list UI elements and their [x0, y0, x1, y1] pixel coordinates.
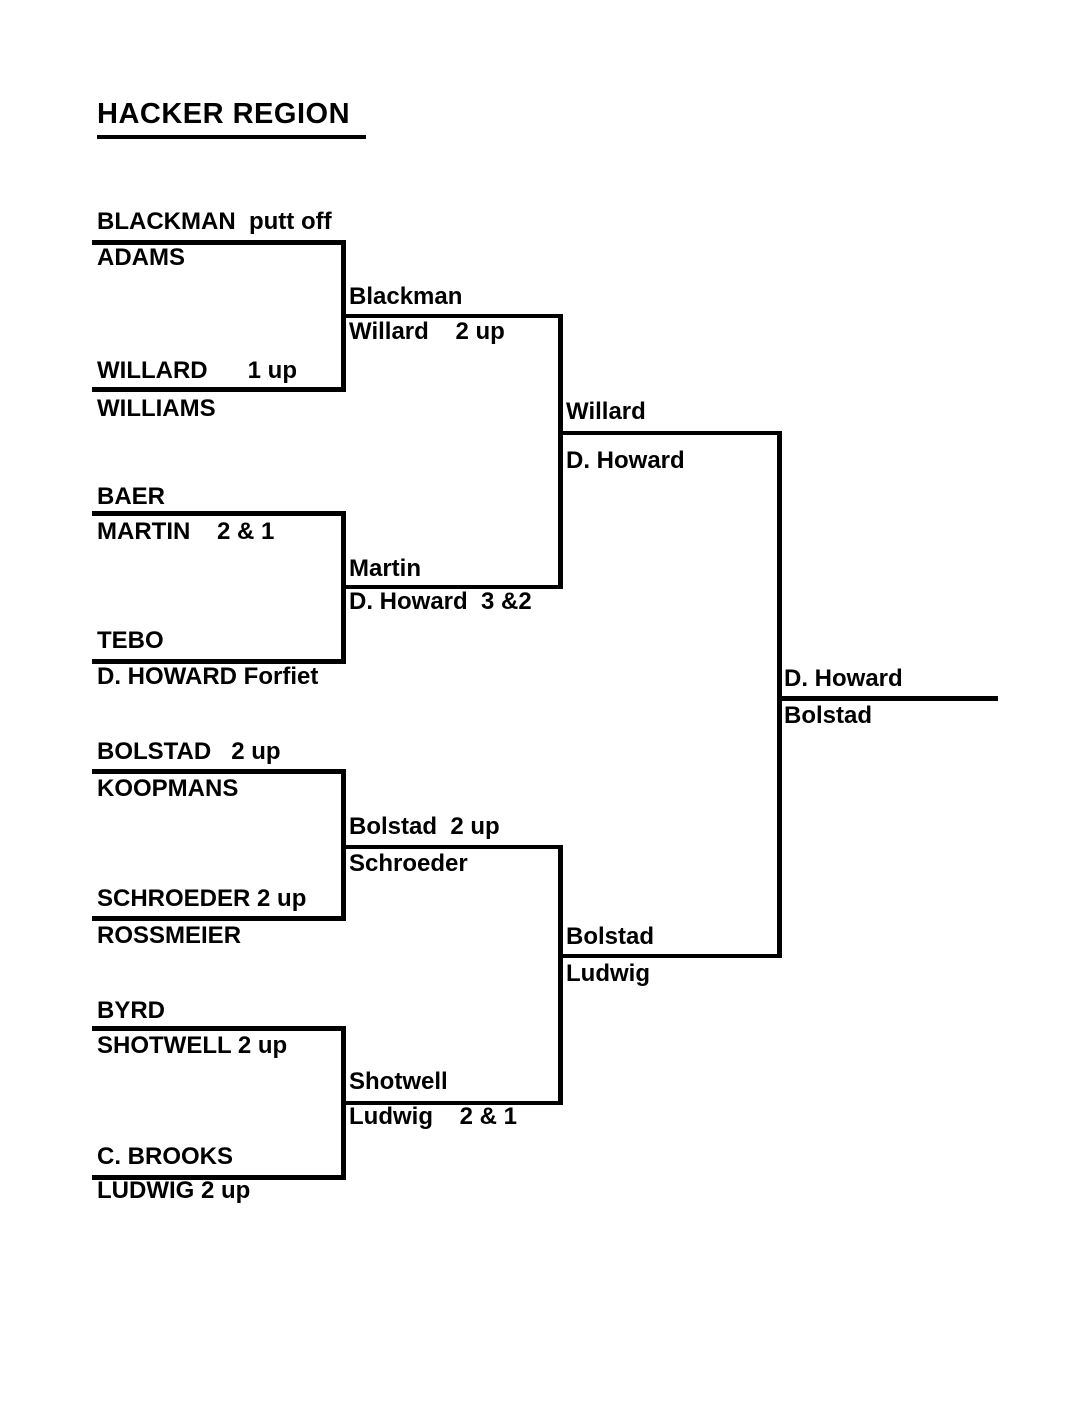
round2-line3-above-label: Bolstad 2 up	[349, 813, 500, 840]
final-rule	[777, 696, 998, 701]
page-title: HACKER REGION	[97, 100, 367, 139]
round1-line6-rule	[92, 916, 346, 921]
round2-bottom-connector	[558, 845, 563, 1105]
round1-line2-above-label: WILLARD 1 up	[97, 357, 297, 384]
round2-line3-rule	[341, 845, 563, 849]
round1-line1-above-label: BLACKMAN putt off	[97, 208, 332, 235]
round2-line2-below-label: D. Howard 3 &2	[349, 588, 532, 615]
semifinal-connector	[777, 431, 782, 958]
semifinal-line2-below-label: Ludwig	[566, 960, 650, 987]
final-below-label: Bolstad	[784, 702, 873, 729]
round2-line4-rule	[341, 1101, 563, 1105]
round1-line8-above-label: C. BROOKS	[97, 1143, 234, 1170]
round1-line6-above-label: SCHROEDER 2 up	[97, 885, 307, 912]
round2-line2-above-label: Martin	[349, 555, 421, 582]
round2-line1-rule	[341, 314, 563, 318]
round1-line5-rule	[92, 769, 346, 774]
semifinal-line1-below-label: D. Howard	[566, 447, 685, 474]
round1-line6-below-label: ROSSMEIER	[97, 922, 242, 949]
round2-line4-above-label: Shotwell	[349, 1068, 448, 1095]
round2-line1-above-label: Blackman	[349, 283, 463, 310]
semifinal-line2-rule	[558, 954, 782, 958]
final-above-label: D. Howard	[784, 665, 903, 692]
round1-line5-above-label: BOLSTAD 2 up	[97, 738, 281, 765]
round1-line7-above-label: BYRD	[97, 997, 166, 1024]
round1-line3-rule	[92, 511, 346, 516]
round1-line8-below-label: LUDWIG 2 up	[97, 1177, 251, 1204]
round2-line4-below-label: Ludwig 2 & 1	[349, 1103, 518, 1130]
round1-line1-below-label: ADAMS	[97, 244, 185, 271]
round1-line4-above-label: TEBO	[97, 627, 164, 654]
round2-top-connector	[558, 314, 563, 589]
round2-line3-below-label: Schroeder	[349, 850, 468, 877]
round1-line4-below-label: D. HOWARD Forfiet	[97, 663, 319, 690]
semifinal-line2-above-label: Bolstad	[566, 923, 655, 950]
round1-line5-below-label: KOOPMANS	[97, 775, 239, 802]
round1-line4-rule	[92, 659, 346, 664]
round1-line2-rule	[92, 387, 346, 392]
round2-line2-rule	[341, 585, 563, 589]
round1-line3-above-label: BAER	[97, 483, 166, 510]
semifinal-line1-above-label: Willard	[566, 398, 646, 425]
round1-line3-below-label: MARTIN 2 & 1	[97, 518, 275, 545]
semifinal-line1-rule	[558, 431, 782, 435]
round2-line1-below-label: Willard 2 up	[349, 318, 505, 345]
round1-line7-rule	[92, 1026, 346, 1031]
round1-line7-below-label: SHOTWELL 2 up	[97, 1032, 288, 1059]
round1-line2-below-label: WILLIAMS	[97, 395, 216, 422]
round1-line1-rule	[92, 240, 346, 245]
round1-line8-rule	[92, 1175, 346, 1180]
